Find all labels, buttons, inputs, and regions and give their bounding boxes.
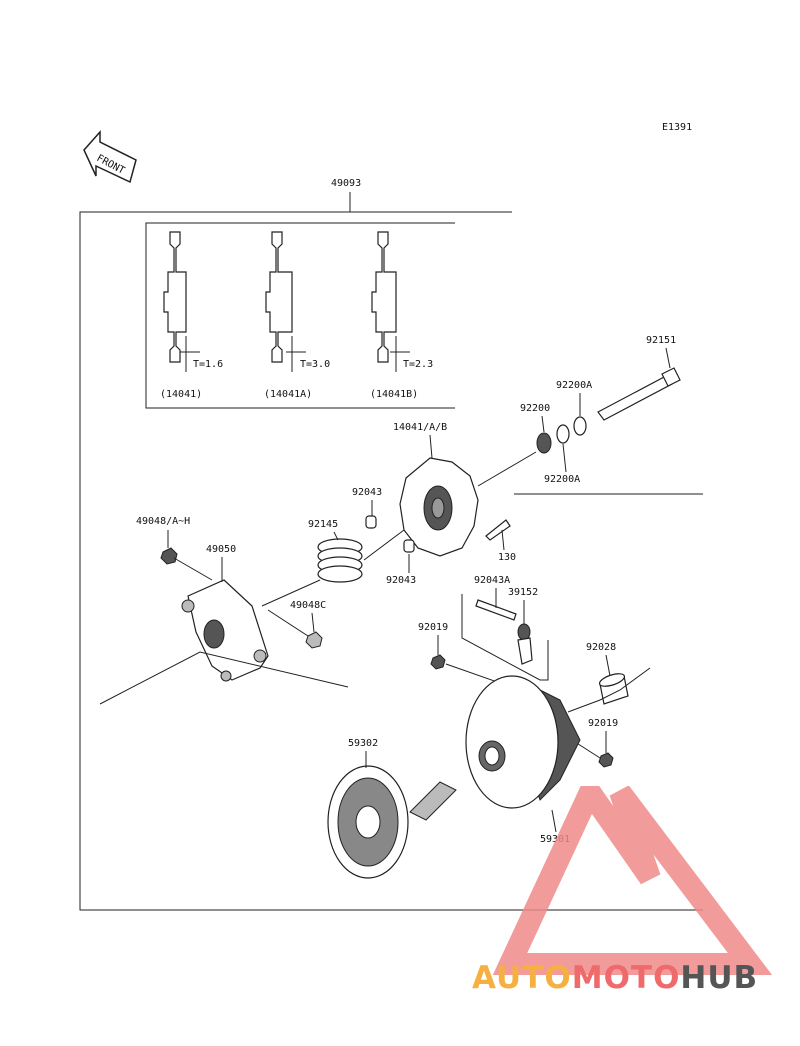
variant-14041A: (14041A) <box>264 389 312 400</box>
label-49093: 49093 <box>331 178 361 189</box>
thickness-14041: T=1.6 <box>193 359 223 370</box>
watermark-auto: AUTO <box>472 960 572 996</box>
label-92043-top: 92043 <box>352 487 382 498</box>
bolt-92151 <box>597 367 681 421</box>
variant-14041B: (14041B) <box>370 389 418 400</box>
label-14041: 14041/A/B <box>393 422 447 433</box>
variant-14041: (14041) <box>160 389 202 400</box>
label-92200A-bottom: 92200A <box>544 474 580 485</box>
front-arrow-icon: FRONT <box>83 130 137 184</box>
shim-variant-14041A <box>265 231 306 372</box>
label-130: 130 <box>498 552 516 563</box>
nut-49048 <box>160 547 178 565</box>
washer-92200A-bottom <box>556 424 570 444</box>
label-92200: 92200 <box>520 403 550 414</box>
thickness-14041B: T=2.3 <box>403 359 433 370</box>
washer-92200A-top <box>573 416 587 436</box>
spider-14041 <box>399 457 479 557</box>
label-59301: 59301 <box>540 834 570 845</box>
spring-92145 <box>317 538 363 583</box>
label-59302: 59302 <box>348 738 378 749</box>
fixed-sheave-59302 <box>327 765 457 879</box>
nut-92019-left <box>430 654 446 670</box>
watermark-moto: MOTO <box>571 960 681 996</box>
watermark-hub: HUB <box>680 960 759 996</box>
label-92200A-top: 92200A <box>556 380 592 391</box>
pin-92043A <box>475 599 517 621</box>
automotohub-logo-icon <box>492 786 773 975</box>
bushing-92028 <box>598 673 629 705</box>
pin-92043-bottom <box>403 539 415 553</box>
inset-box <box>145 222 455 409</box>
assembly-frame <box>79 211 703 911</box>
label-92043A: 92043A <box>474 575 510 586</box>
bearing-92200 <box>536 432 552 454</box>
arm-guide-line <box>99 651 349 705</box>
label-92043-bottom: 92043 <box>386 575 416 586</box>
label-92145: 92145 <box>308 519 338 530</box>
thickness-14041A: T=3.0 <box>300 359 330 370</box>
label-49048: 49048/A~H <box>136 516 190 527</box>
label-92019-right: 92019 <box>588 718 618 729</box>
bolt-130 <box>485 519 511 541</box>
weight-arm-49050 <box>181 579 269 682</box>
roller-bracket-line <box>461 594 549 681</box>
label-49048C: 49048C <box>290 600 326 611</box>
label-49050: 49050 <box>206 544 236 555</box>
movable-sheave-59301 <box>465 675 581 809</box>
nut-92019-right <box>598 752 614 768</box>
label-92151: 92151 <box>646 335 676 346</box>
roller-39152 <box>517 623 533 665</box>
label-92028: 92028 <box>586 642 616 653</box>
shim-variant-14041B <box>371 231 410 372</box>
diagram-code: E1391 <box>662 122 692 133</box>
shim-variant-14041 <box>163 231 200 372</box>
nut-49048C <box>305 631 323 649</box>
label-92019-left: 92019 <box>418 622 448 633</box>
bushing-guide-line <box>567 667 651 713</box>
automotohub-watermark-text: AUTOMOTOHUB <box>472 960 800 1004</box>
pin-92043-top <box>365 515 377 529</box>
label-39152: 39152 <box>508 587 538 598</box>
